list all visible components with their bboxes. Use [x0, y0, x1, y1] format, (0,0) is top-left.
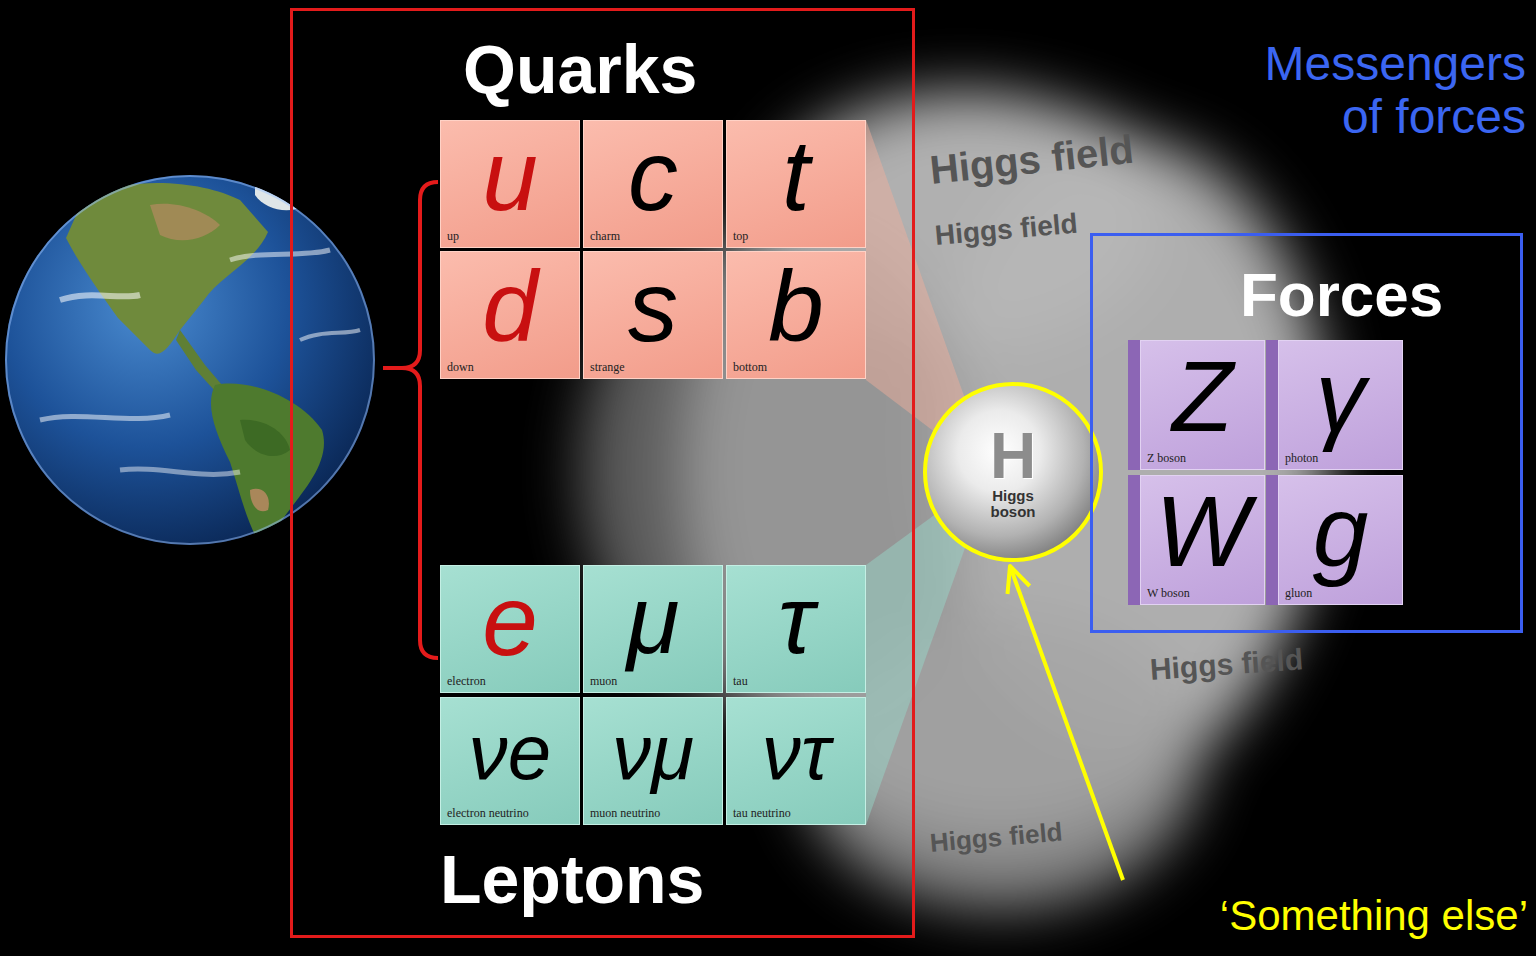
force-group-box: Messengers of forcesForcesZZ bosonγphoto…	[1090, 233, 1523, 633]
particle-name: tau neutrino	[727, 807, 865, 824]
quark-tile: bbottom	[726, 251, 866, 379]
particle-name: W boson	[1141, 587, 1264, 604]
particle-name: top	[727, 230, 865, 247]
particle-name: strange	[584, 361, 722, 378]
particle-symbol: νμ	[584, 698, 722, 807]
quark-tile: ttop	[726, 120, 866, 248]
curly-bracket	[383, 182, 438, 658]
particle-name: photon	[1279, 452, 1402, 469]
particle-name: gluon	[1279, 587, 1402, 604]
quark-tile: ccharm	[583, 120, 723, 248]
particle-name: muon	[584, 675, 722, 692]
particle-name: up	[441, 230, 579, 247]
lepton-tile: νeelectron neutrino	[440, 697, 580, 825]
group-heading: Leptons	[440, 845, 704, 913]
particle-symbol: γ	[1279, 341, 1402, 452]
particle-symbol: s	[584, 252, 722, 361]
particle-symbol: d	[441, 252, 579, 361]
particle-symbol: g	[1279, 476, 1402, 587]
callout-note: ‘Something else’	[1220, 893, 1528, 939]
field-watermark: Higgs field	[1149, 644, 1304, 685]
force-tile: ggluon	[1278, 475, 1403, 605]
field-watermark: Higgs field	[929, 818, 1064, 855]
particle-name: Higgs boson	[981, 488, 1045, 520]
particle-name: charm	[584, 230, 722, 247]
particle-name: Z boson	[1141, 452, 1264, 469]
particle-name: down	[441, 361, 579, 378]
higgs-circle: HHiggs boson	[923, 382, 1103, 562]
lepton-tile: τtau	[726, 565, 866, 693]
particle-name: tau	[727, 675, 865, 692]
particle-symbol: b	[727, 252, 865, 361]
lepton-tile: νμmuon neutrino	[583, 697, 723, 825]
lepton-tile: μmuon	[583, 565, 723, 693]
particle-symbol: νe	[441, 698, 579, 807]
quark-tile: ddown	[440, 251, 580, 379]
lepton-tile: eelectron	[440, 565, 580, 693]
particle-symbol: ντ	[727, 698, 865, 807]
particle-symbol: t	[727, 121, 865, 230]
particle-name: electron neutrino	[441, 807, 579, 824]
group-caption: Messengers of forces	[1246, 38, 1526, 144]
force-tile: WW boson	[1140, 475, 1265, 605]
particle-symbol: Z	[1141, 341, 1264, 452]
force-tile: γphoton	[1278, 340, 1403, 470]
particle-symbol: u	[441, 121, 579, 230]
lepton-tile: ντtau neutrino	[726, 697, 866, 825]
particle-symbol: W	[1141, 476, 1264, 587]
particle-symbol: τ	[727, 566, 865, 675]
particle-symbol: H	[990, 424, 1036, 488]
field-watermark: Higgs field	[934, 210, 1079, 250]
particle-name: electron	[441, 675, 579, 692]
earth-illustration	[5, 175, 375, 548]
quark-tile: uup	[440, 120, 580, 248]
particle-symbol: e	[441, 566, 579, 675]
particle-symbol: c	[584, 121, 722, 230]
quark-tile: sstrange	[583, 251, 723, 379]
group-heading: Quarks	[463, 35, 697, 103]
field-watermark: Higgs field	[928, 129, 1136, 190]
higgs-field-cloud	[580, 90, 1330, 910]
particle-symbol: μ	[584, 566, 722, 675]
group-heading: Forces	[1240, 264, 1443, 326]
particle-name: muon neutrino	[584, 807, 722, 824]
force-tile: ZZ boson	[1140, 340, 1265, 470]
particle-name: bottom	[727, 361, 865, 378]
particle-group-box: QuarksLeptonsuupccharmttopddownsstrangeb…	[290, 8, 915, 938]
